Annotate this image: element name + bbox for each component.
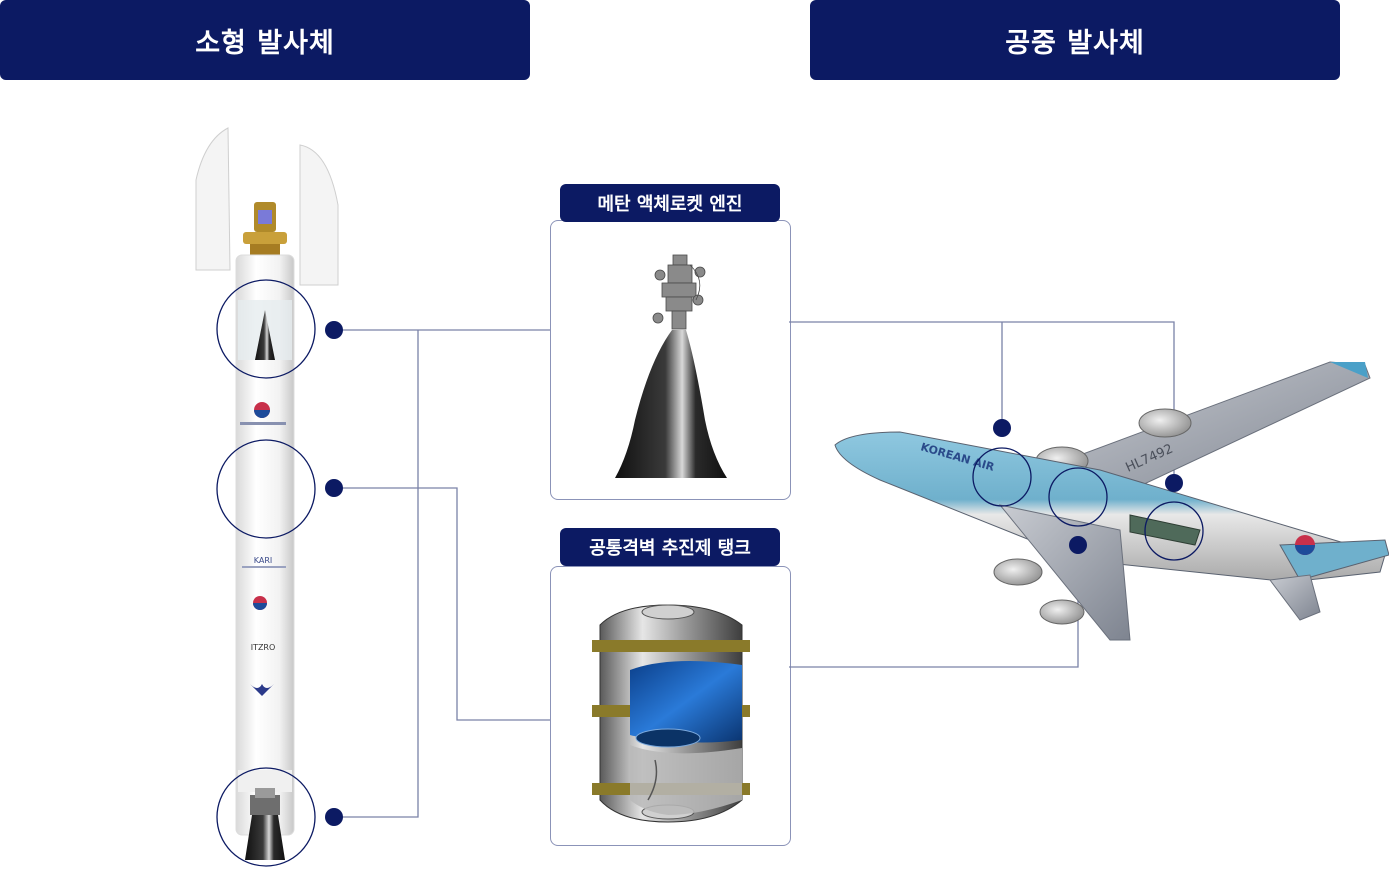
marker-dot-middle xyxy=(325,479,343,497)
methane-engine-illustration xyxy=(615,254,727,478)
aircraft-highlight-2 xyxy=(1048,467,1108,527)
connector-middle-to-tank xyxy=(335,487,550,721)
payload-satellite xyxy=(243,202,287,256)
small-launcher-title: 소형 발사체 xyxy=(195,27,335,59)
aircraft-marker-dot-2 xyxy=(1165,474,1183,492)
aircraft-highlight-1 xyxy=(972,447,1032,507)
aircraft-highlight-3 xyxy=(1144,501,1204,561)
connector-lower-to-engine xyxy=(335,330,419,818)
engine-label: 메탄 액체로켓 엔진 xyxy=(597,194,743,215)
engine-nacelle-4 xyxy=(1039,599,1085,625)
kari-logo: KARI xyxy=(254,556,273,565)
carrier-aircraft: KOREAN AIR HL7492 xyxy=(834,361,1389,641)
small-launcher-rocket: KARI ITZRO xyxy=(195,127,343,867)
tank-tag: 공통격벽 추진제 탱크 xyxy=(560,528,780,566)
tank-label: 공통격벽 추진제 탱크 xyxy=(589,538,751,559)
small-launcher-header: 소형 발사체 xyxy=(0,0,530,80)
fairing-right xyxy=(299,144,339,286)
upper-stage-engine xyxy=(255,310,275,360)
highlight-upper-engine xyxy=(216,279,316,379)
air-launcher-title: 공중 발사체 xyxy=(1005,27,1145,59)
engine-nacelle-3 xyxy=(993,558,1043,586)
engine-tag: 메탄 액체로켓 엔진 xyxy=(560,184,780,222)
tank-bulkhead-liquid xyxy=(630,661,742,743)
connector-lines xyxy=(335,321,1175,818)
first-stage-engine xyxy=(245,788,285,860)
aircraft-marker-dot-1 xyxy=(993,419,1011,437)
propellant-tank-illustration xyxy=(592,604,750,823)
air-launcher-header: 공중 발사체 xyxy=(810,0,1340,80)
highlight-tank xyxy=(216,439,316,539)
marker-dot-upper xyxy=(325,321,343,339)
highlight-lower-engine xyxy=(216,767,316,867)
itzro-logo: ITZRO xyxy=(251,643,276,652)
marker-dot-lower xyxy=(325,808,343,826)
sponsor-logo-icon xyxy=(250,684,274,696)
aircraft-marker-dot-3 xyxy=(1069,536,1087,554)
engine-nozzle xyxy=(615,330,727,478)
aircraft-wing-lower xyxy=(998,504,1131,641)
engine-nacelle-1 xyxy=(1138,408,1192,438)
fairing-left xyxy=(195,127,231,271)
